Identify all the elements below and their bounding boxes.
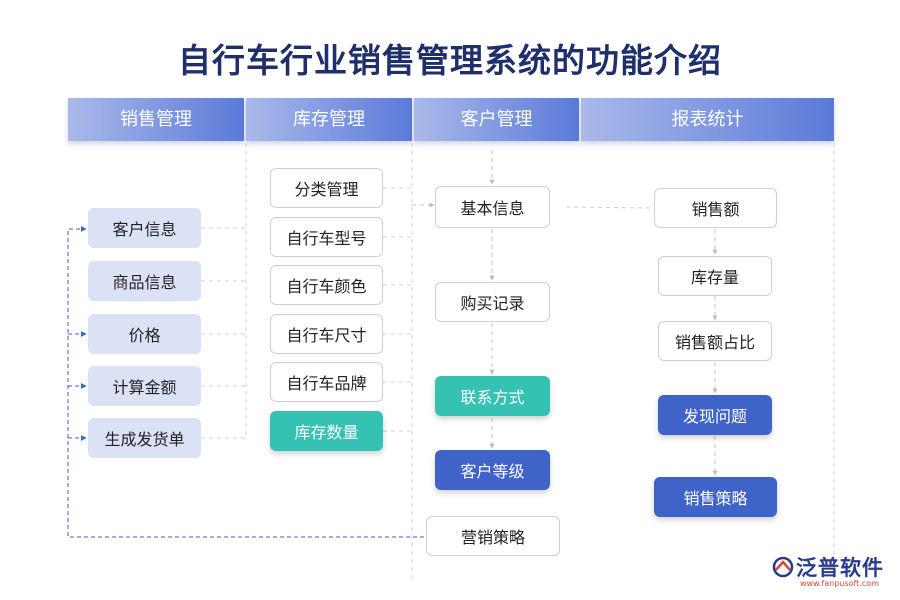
sales-item-customer-info[interactable]: 客户信息 — [88, 208, 201, 248]
inventory-item-brand[interactable]: 自行车品牌 — [270, 362, 383, 402]
inventory-item-quantity[interactable]: 库存数量 — [270, 411, 383, 451]
report-item-sales-share[interactable]: 销售额占比 — [658, 321, 772, 361]
sales-item-calculate-amount[interactable]: 计算金额 — [88, 366, 201, 406]
customer-item-basic-info[interactable]: 基本信息 — [435, 186, 550, 228]
inventory-item-model[interactable]: 自行车型号 — [270, 217, 383, 257]
inventory-item-size[interactable]: 自行车尺寸 — [270, 314, 383, 354]
brand-logo: 泛普软件 www.fanpusoft.com — [772, 552, 892, 592]
sales-item-price[interactable]: 价格 — [88, 314, 201, 354]
inventory-item-color[interactable]: 自行车颜色 — [270, 265, 383, 305]
sales-item-generate-delivery[interactable]: 生成发货单 — [88, 418, 201, 458]
logo-name: 泛普软件 — [796, 556, 884, 580]
report-item-sales-amount[interactable]: 销售额 — [654, 188, 777, 228]
customer-item-marketing-strategy[interactable]: 营销策略 — [426, 516, 560, 556]
customer-item-contact[interactable]: 联系方式 — [435, 376, 550, 416]
customer-item-purchase-records[interactable]: 购买记录 — [435, 282, 550, 322]
logo-mark-icon — [772, 556, 794, 578]
sales-item-product-info[interactable]: 商品信息 — [88, 261, 201, 301]
column-header-reports: 报表统计 — [581, 98, 834, 141]
column-header-customer: 客户管理 — [414, 98, 579, 141]
report-item-inventory-amount[interactable]: 库存量 — [658, 256, 772, 296]
customer-item-level[interactable]: 客户等级 — [435, 450, 550, 490]
page-title: 自行车行业销售管理系统的功能介绍 — [178, 41, 722, 80]
column-header-sales: 销售管理 — [68, 98, 244, 141]
column-header-inventory: 库存管理 — [246, 98, 412, 141]
inventory-item-category[interactable]: 分类管理 — [270, 168, 383, 208]
report-item-find-problems[interactable]: 发现问题 — [658, 395, 772, 435]
report-item-sales-strategy[interactable]: 销售策略 — [654, 477, 777, 517]
logo-url: www.fanpusoft.com — [800, 579, 879, 588]
